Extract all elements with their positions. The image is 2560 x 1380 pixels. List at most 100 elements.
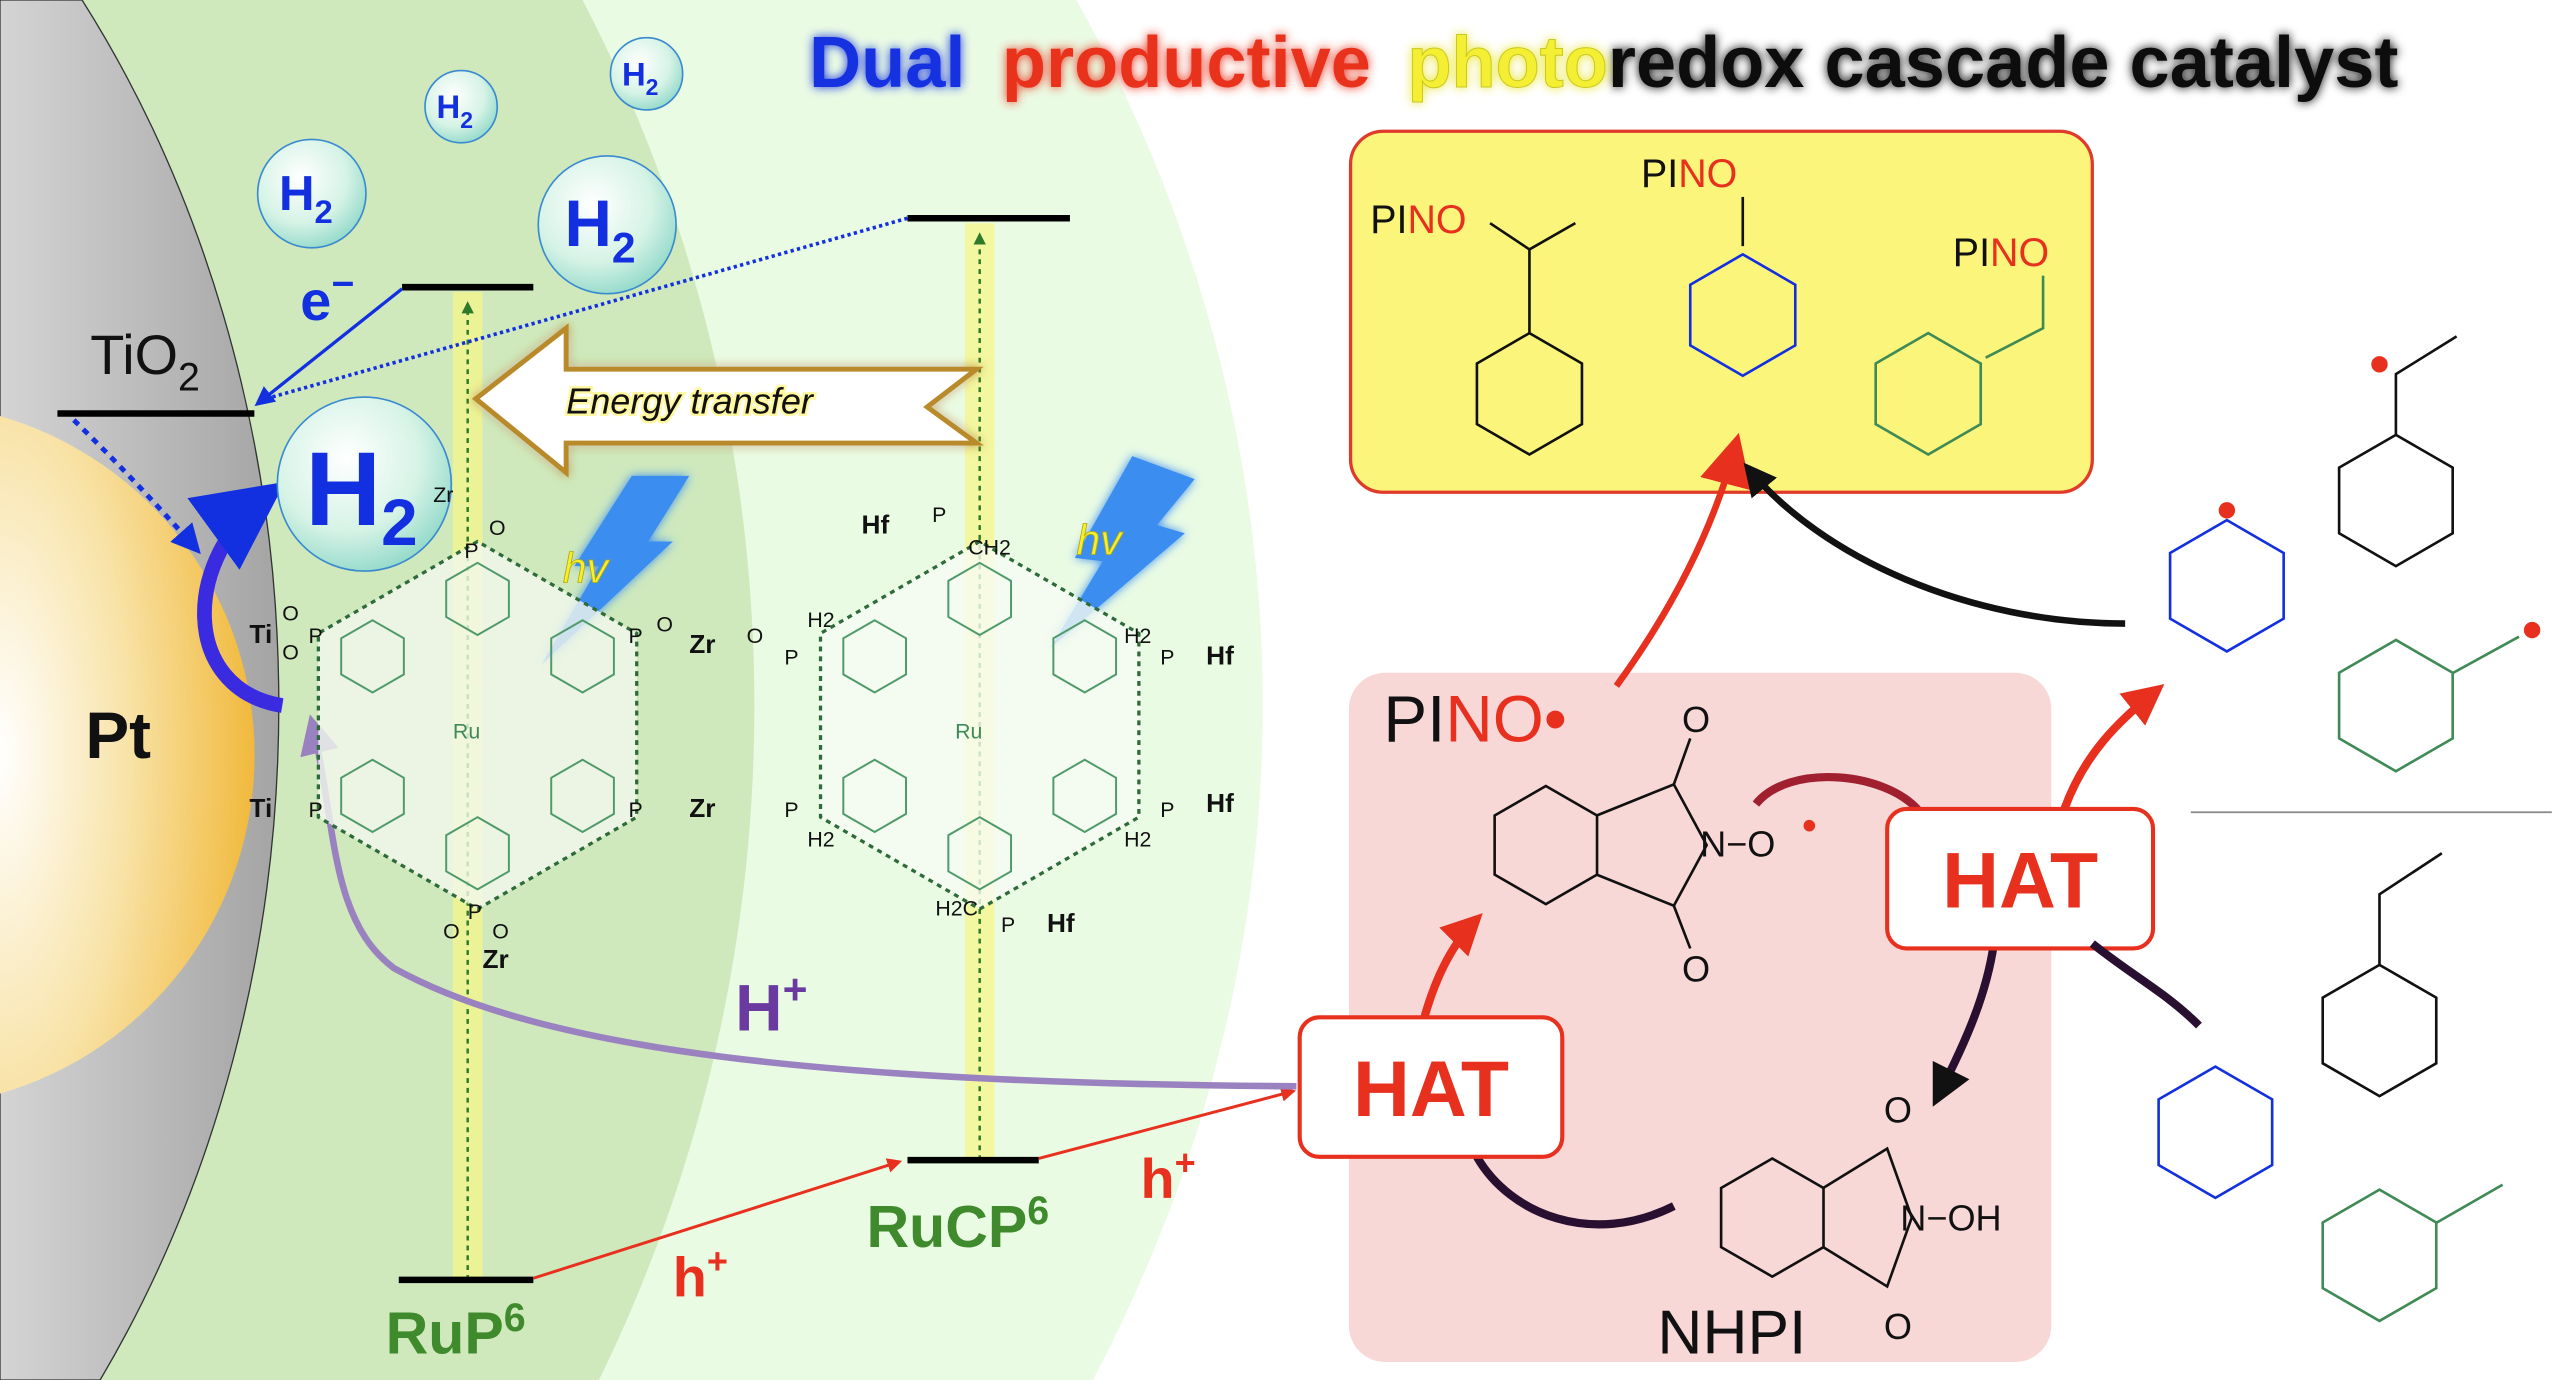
energy-transfer-label: Energy transfer bbox=[566, 381, 815, 422]
h2-bubble: H2 bbox=[256, 138, 367, 249]
label: P bbox=[784, 646, 798, 670]
ring bbox=[550, 758, 615, 834]
label: H bbox=[622, 55, 646, 92]
label: Hf bbox=[1206, 788, 1234, 818]
ring bbox=[1475, 331, 1584, 457]
label: H2 bbox=[807, 608, 834, 632]
label: 2 bbox=[646, 74, 659, 100]
label: Zr bbox=[482, 944, 508, 974]
ring bbox=[947, 561, 1013, 637]
ring bbox=[2337, 638, 2454, 773]
label: H2 bbox=[279, 166, 333, 230]
label: P bbox=[464, 539, 478, 563]
ring bbox=[2157, 1065, 2274, 1200]
label: Hf bbox=[1206, 641, 1234, 671]
ring bbox=[1874, 331, 1983, 457]
label: H bbox=[735, 971, 782, 1044]
ring bbox=[340, 758, 405, 834]
hv-label: hv bbox=[1077, 517, 1125, 565]
hv-label: hv bbox=[563, 545, 611, 593]
label: P bbox=[629, 624, 643, 648]
label: P bbox=[784, 798, 798, 822]
cycle-arrow-bottom bbox=[1473, 1154, 1676, 1229]
ring bbox=[1052, 619, 1118, 694]
label: Zr bbox=[689, 629, 715, 659]
hole-transfer-arrow-2 bbox=[1038, 1087, 1296, 1160]
electron-label: e− bbox=[300, 262, 354, 332]
cyclohexenyl-radical bbox=[2168, 502, 2285, 653]
hole-transfer-arrow-1 bbox=[532, 1158, 903, 1280]
nhpi-label: NHPI bbox=[1657, 1299, 1806, 1368]
label: H2 bbox=[305, 431, 417, 559]
label: H bbox=[279, 166, 315, 221]
hole-label: h+ bbox=[673, 1240, 728, 1308]
rup6-label: RuP6 bbox=[386, 1296, 526, 1367]
ring bbox=[2321, 963, 2438, 1098]
h2-bubble: H2 bbox=[424, 69, 499, 144]
title-rest: redox cascade catalyst bbox=[1608, 23, 2399, 103]
title: Dual productive photoredox cascade catal… bbox=[809, 23, 2398, 103]
label: + bbox=[707, 1240, 728, 1281]
label: CH2 bbox=[968, 536, 1011, 560]
hole-label: h+ bbox=[1141, 1142, 1196, 1210]
rucp6-complex-structure: Ru Hf P CH2 H2 P Hf P Hf H2 H2C P Hf bbox=[818, 503, 1234, 938]
label: O bbox=[443, 920, 460, 944]
label: h bbox=[673, 1245, 707, 1308]
ring bbox=[2168, 518, 2285, 653]
radical-coupling-arrow bbox=[1613, 432, 1752, 688]
label: Ru bbox=[453, 719, 480, 743]
label: Hf bbox=[1047, 908, 1075, 938]
electron-transfer-arrow bbox=[254, 287, 404, 407]
substrates-to-hat-arrow bbox=[2089, 940, 2202, 1029]
label: 6 bbox=[1027, 1189, 1049, 1233]
label: + bbox=[1175, 1142, 1196, 1183]
label: e bbox=[300, 269, 331, 332]
ring bbox=[842, 758, 907, 834]
ring bbox=[340, 619, 405, 694]
proton-reduction-arrow bbox=[187, 481, 286, 713]
label: RuCP bbox=[866, 1194, 1027, 1260]
label: Ru bbox=[955, 719, 982, 743]
label: H bbox=[565, 187, 612, 260]
label: Ti bbox=[249, 619, 272, 649]
ethylbenzene-radical bbox=[2337, 335, 2458, 568]
cycle-arrow-top bbox=[1752, 773, 1924, 815]
pt-label: Pt bbox=[85, 699, 151, 772]
label: N−OH bbox=[1900, 1198, 2001, 1239]
energy-transfer-arrow bbox=[471, 323, 984, 478]
title-photo: photo bbox=[1407, 23, 1607, 103]
ring bbox=[445, 816, 510, 891]
cycle-arrow-left bbox=[1420, 913, 1483, 1019]
label: NO bbox=[1990, 231, 2049, 275]
ring bbox=[445, 561, 510, 637]
substrate-radical-to-product-arrow bbox=[1743, 462, 2126, 627]
label: O bbox=[282, 641, 299, 665]
nhpi-structure: O O N−OH bbox=[1719, 1089, 2002, 1347]
label: O bbox=[747, 624, 764, 648]
label: O bbox=[492, 920, 509, 944]
ring bbox=[842, 619, 907, 694]
ring bbox=[1052, 758, 1118, 834]
proton-label: H+ bbox=[735, 966, 807, 1044]
label: P bbox=[932, 503, 946, 527]
hat-box-right: HAT bbox=[1885, 806, 2156, 951]
label: P bbox=[309, 624, 323, 648]
label: NO bbox=[1407, 198, 1466, 242]
label: P bbox=[1001, 913, 1015, 937]
label: PINO bbox=[1370, 198, 1466, 242]
label: O bbox=[282, 601, 299, 625]
label: PI bbox=[1641, 152, 1678, 196]
label: P bbox=[629, 798, 643, 822]
light-bolt-icon bbox=[1050, 456, 1195, 649]
label: Zr bbox=[689, 793, 715, 823]
tio2-label: TiO2 bbox=[90, 323, 200, 399]
cyclohexene bbox=[2157, 1065, 2274, 1200]
rucp6-label: RuCP6 bbox=[866, 1189, 1049, 1260]
label: H bbox=[305, 431, 381, 548]
label: NO bbox=[1678, 152, 1737, 196]
label: 2 bbox=[315, 193, 333, 230]
ring bbox=[2337, 433, 2454, 568]
label: P bbox=[1160, 798, 1174, 822]
label: H2 bbox=[437, 88, 473, 133]
